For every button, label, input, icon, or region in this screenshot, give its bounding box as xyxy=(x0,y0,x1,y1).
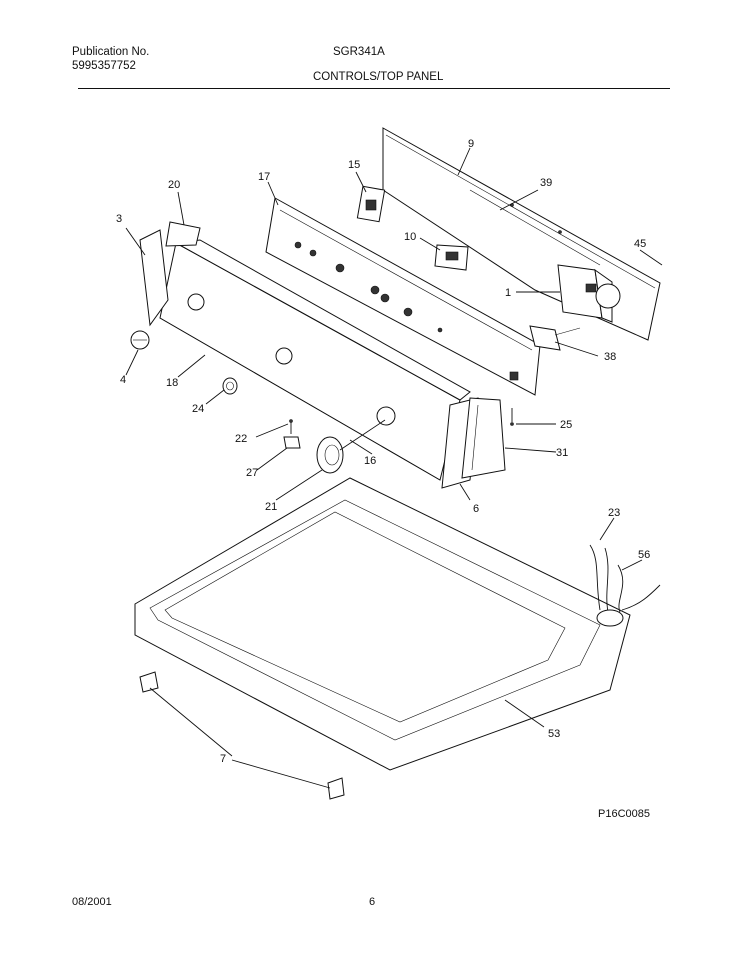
callout-9: 9 xyxy=(468,138,474,150)
model-number: SGR341A xyxy=(333,46,385,58)
callout-16: 16 xyxy=(364,455,376,467)
ring-24 xyxy=(222,377,238,395)
knob-4 xyxy=(130,330,150,350)
callout-15: 15 xyxy=(348,159,360,171)
control-bracket xyxy=(265,197,541,396)
header-rule xyxy=(78,88,670,89)
callout-27: 27 xyxy=(246,467,258,479)
callout-6: 6 xyxy=(473,503,479,515)
callout-25: 25 xyxy=(560,419,572,431)
publication-label: Publication No. xyxy=(72,46,150,58)
callout-17: 17 xyxy=(258,171,270,183)
callout-4: 4 xyxy=(120,374,126,386)
hinge-left xyxy=(139,671,159,693)
hinge-right xyxy=(327,777,345,800)
right-endcap xyxy=(441,397,506,489)
publication-number: 5995357752 xyxy=(72,60,136,72)
callouts: 9 39 15 17 20 10 45 3 1 38 4 18 24 25 22… xyxy=(116,138,650,765)
callout-22: 22 xyxy=(235,433,247,445)
callout-24: 24 xyxy=(192,403,204,415)
callout-31: 31 xyxy=(556,447,568,459)
callout-7: 7 xyxy=(220,753,226,765)
leader-lines xyxy=(125,147,663,789)
callout-53: 53 xyxy=(548,728,560,740)
bracket-38 xyxy=(529,325,581,351)
switch-10 xyxy=(434,244,469,271)
page-number: 6 xyxy=(369,896,376,908)
top-panel xyxy=(134,477,631,771)
callout-45: 45 xyxy=(634,238,646,250)
callout-10: 10 xyxy=(404,231,416,243)
clip-27 xyxy=(283,436,301,449)
callout-21: 21 xyxy=(265,501,277,513)
callout-23: 23 xyxy=(608,507,620,519)
callout-56: 56 xyxy=(638,549,650,561)
publication-date: 08/2001 xyxy=(72,896,112,908)
knob-21 xyxy=(316,419,386,474)
timer xyxy=(557,264,621,323)
screw-25 xyxy=(510,408,514,426)
callout-1: 1 xyxy=(505,287,511,299)
callout-38: 38 xyxy=(604,351,616,363)
callout-18: 18 xyxy=(166,377,178,389)
screw-22 xyxy=(289,419,293,434)
callout-20: 20 xyxy=(168,179,180,191)
switch-15 xyxy=(356,185,386,223)
left-endcap xyxy=(139,221,201,327)
callout-3: 3 xyxy=(116,213,122,225)
drawing-id: P16C0085 xyxy=(598,808,650,820)
callout-39: 39 xyxy=(540,177,552,189)
section-title: CONTROLS/TOP PANEL xyxy=(313,71,444,83)
wire-harness xyxy=(589,544,661,627)
